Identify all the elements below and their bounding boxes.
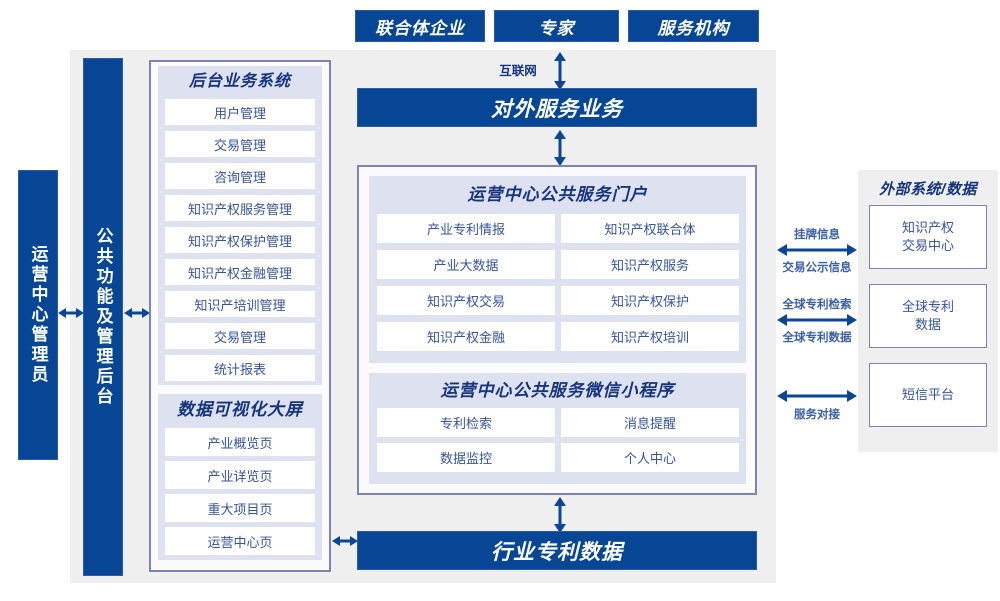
portal-item-right-2[interactable]: 知识产权保护 <box>561 286 739 315</box>
backend-item-5[interactable]: 知识产权金融管理 <box>165 259 315 285</box>
portal-item-left-1[interactable]: 产业大数据 <box>377 250 555 279</box>
backend-item-8[interactable]: 统计报表 <box>165 355 315 381</box>
external-systems-title: 外部系统/数据 <box>879 181 977 198</box>
dataviz-item-0[interactable]: 产业概览页 <box>165 428 315 456</box>
backend-item-3[interactable]: 知识产权服务管理 <box>165 195 315 221</box>
external-label-trading-public-info: 交易公示信息 <box>782 262 852 274</box>
dataviz-item-2[interactable]: 重大项目页 <box>165 494 315 522</box>
external-service-bar[interactable]: 对外服务业务 <box>357 88 757 127</box>
external-box-global-patent-data-line1: 全球专利 <box>901 299 954 314</box>
internet-arrow <box>554 52 566 90</box>
backend-system-title: 后台业务系统 <box>188 73 291 90</box>
portal-item-right-1[interactable]: 知识产权服务 <box>561 250 739 279</box>
external-box-global-patent-data-line2: 数据 <box>914 317 941 332</box>
external-box-global-patent-data[interactable]: 全球专利 数据 <box>869 284 987 348</box>
backend-item-0[interactable]: 用户管理 <box>165 99 315 125</box>
data-visualization-title: 数据可视化大屏 <box>177 400 303 419</box>
top-box-service-agency[interactable]: 服务机构 <box>628 10 759 42</box>
internet-label: 互联网 <box>499 64 537 78</box>
backend-item-7[interactable]: 交易管理 <box>165 323 315 349</box>
arrow-external-trading <box>777 244 857 256</box>
wechat-item-right-0[interactable]: 消息提醒 <box>561 408 739 437</box>
arrow-common-to-backend <box>124 308 150 318</box>
external-box-sms-platform[interactable]: 短信平台 <box>869 363 987 427</box>
external-box-ip-trading-center-line1: 知识产权 <box>901 220 954 235</box>
portal-item-right-0[interactable]: 知识产权联合体 <box>561 214 739 243</box>
backend-item-2[interactable]: 咨询管理 <box>165 163 315 189</box>
service-to-portal-arrow <box>554 130 566 166</box>
portal-item-left-3[interactable]: 知识产权金融 <box>377 322 555 351</box>
backend-item-1[interactable]: 交易管理 <box>165 131 315 157</box>
portal-item-left-0[interactable]: 产业专利情报 <box>377 214 555 243</box>
top-box-expert[interactable]: 专家 <box>494 10 619 42</box>
industry-patent-data-bar[interactable]: 行业专利数据 <box>357 531 757 570</box>
left-box-operator-admin[interactable]: 运营中心管理员 <box>18 170 58 460</box>
portal-item-right-3[interactable]: 知识产权培训 <box>561 322 739 351</box>
external-label-global-patent-search: 全球专利检索 <box>782 299 852 311</box>
wechat-item-left-1[interactable]: 数据监控 <box>377 443 555 472</box>
backend-item-4[interactable]: 知识产权保护管理 <box>165 227 315 253</box>
wechat-item-left-0[interactable]: 专利检索 <box>377 408 555 437</box>
wechat-item-right-1[interactable]: 个人中心 <box>561 443 739 472</box>
external-box-ip-trading-center[interactable]: 知识产权 交易中心 <box>869 205 987 269</box>
public-service-portal-title: 运营中心公共服务门户 <box>467 185 648 204</box>
external-label-global-patent-data: 全球专利数据 <box>782 332 852 344</box>
dataviz-item-3[interactable]: 运营中心页 <box>165 527 315 555</box>
arrow-admin-to-common <box>58 308 84 318</box>
backend-item-6[interactable]: 知识产培训管理 <box>165 291 315 317</box>
arrow-portal-to-patent-data <box>554 497 566 533</box>
external-label-service-docking: 服务对接 <box>794 409 840 421</box>
external-box-sms-platform-line1: 短信平台 <box>901 387 954 402</box>
external-box-ip-trading-center-line2: 交易中心 <box>901 238 954 253</box>
arrow-external-global-patent <box>777 314 857 326</box>
external-label-listing-info: 挂牌信息 <box>794 229 840 241</box>
arrow-external-sms <box>777 390 857 402</box>
arrow-backend-to-patent-data <box>332 536 358 546</box>
top-box-consortium-enterprise[interactable]: 联合体企业 <box>355 10 485 42</box>
left-box-common-function-admin[interactable]: 公共功能及管理后台 <box>83 58 123 576</box>
wechat-miniprogram-title: 运营中心公共服务微信小程序 <box>440 381 675 400</box>
portal-item-left-2[interactable]: 知识产权交易 <box>377 286 555 315</box>
dataviz-item-1[interactable]: 产业详览页 <box>165 461 315 489</box>
